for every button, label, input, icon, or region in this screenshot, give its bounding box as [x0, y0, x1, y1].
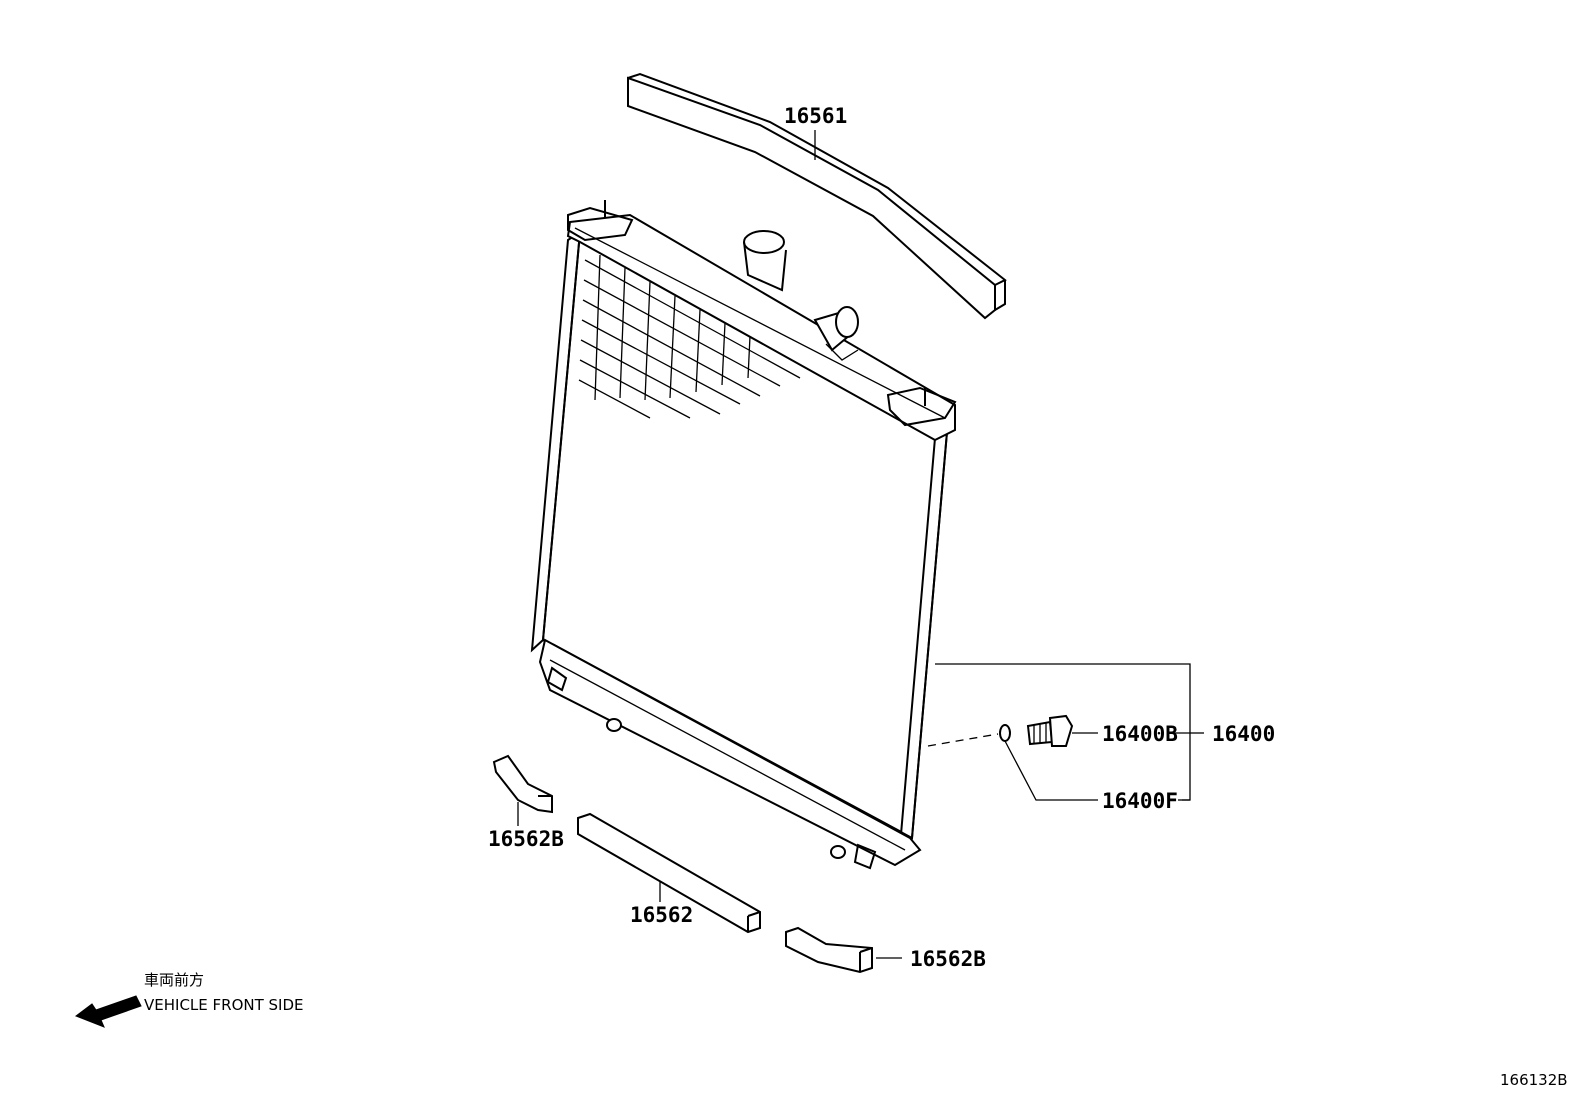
direction-label-jp: 車両前方 — [144, 971, 204, 989]
drain-cock-gasket — [999, 724, 1011, 742]
bottom-seal-left-piece — [492, 754, 553, 814]
label-16562B-left: 16562B — [488, 827, 564, 851]
label-16561: 16561 — [784, 104, 847, 128]
radiator-fins — [578, 254, 801, 419]
label-16400B: 16400B — [1102, 722, 1178, 746]
radiator-body — [530, 200, 957, 870]
vehicle-front-arrow-icon — [74, 995, 142, 1028]
label-16400: 16400 — [1212, 722, 1275, 746]
label-16562: 16562 — [630, 903, 693, 927]
gasket-install-dashline — [927, 733, 999, 747]
drain-cock-plug — [1026, 714, 1074, 747]
direction-label-en: VEHICLE FRONT SIDE — [144, 996, 304, 1014]
diagram-id: 166132B — [1500, 1071, 1568, 1089]
label-16562B-right: 16562B — [910, 947, 986, 971]
label-16400F: 16400F — [1102, 789, 1178, 813]
drain-cock-gasket-leader — [1004, 740, 1098, 801]
bottom-seal-right-piece — [785, 926, 873, 974]
top-seal-part — [627, 72, 1007, 320]
bottom-seal-part — [577, 812, 761, 934]
